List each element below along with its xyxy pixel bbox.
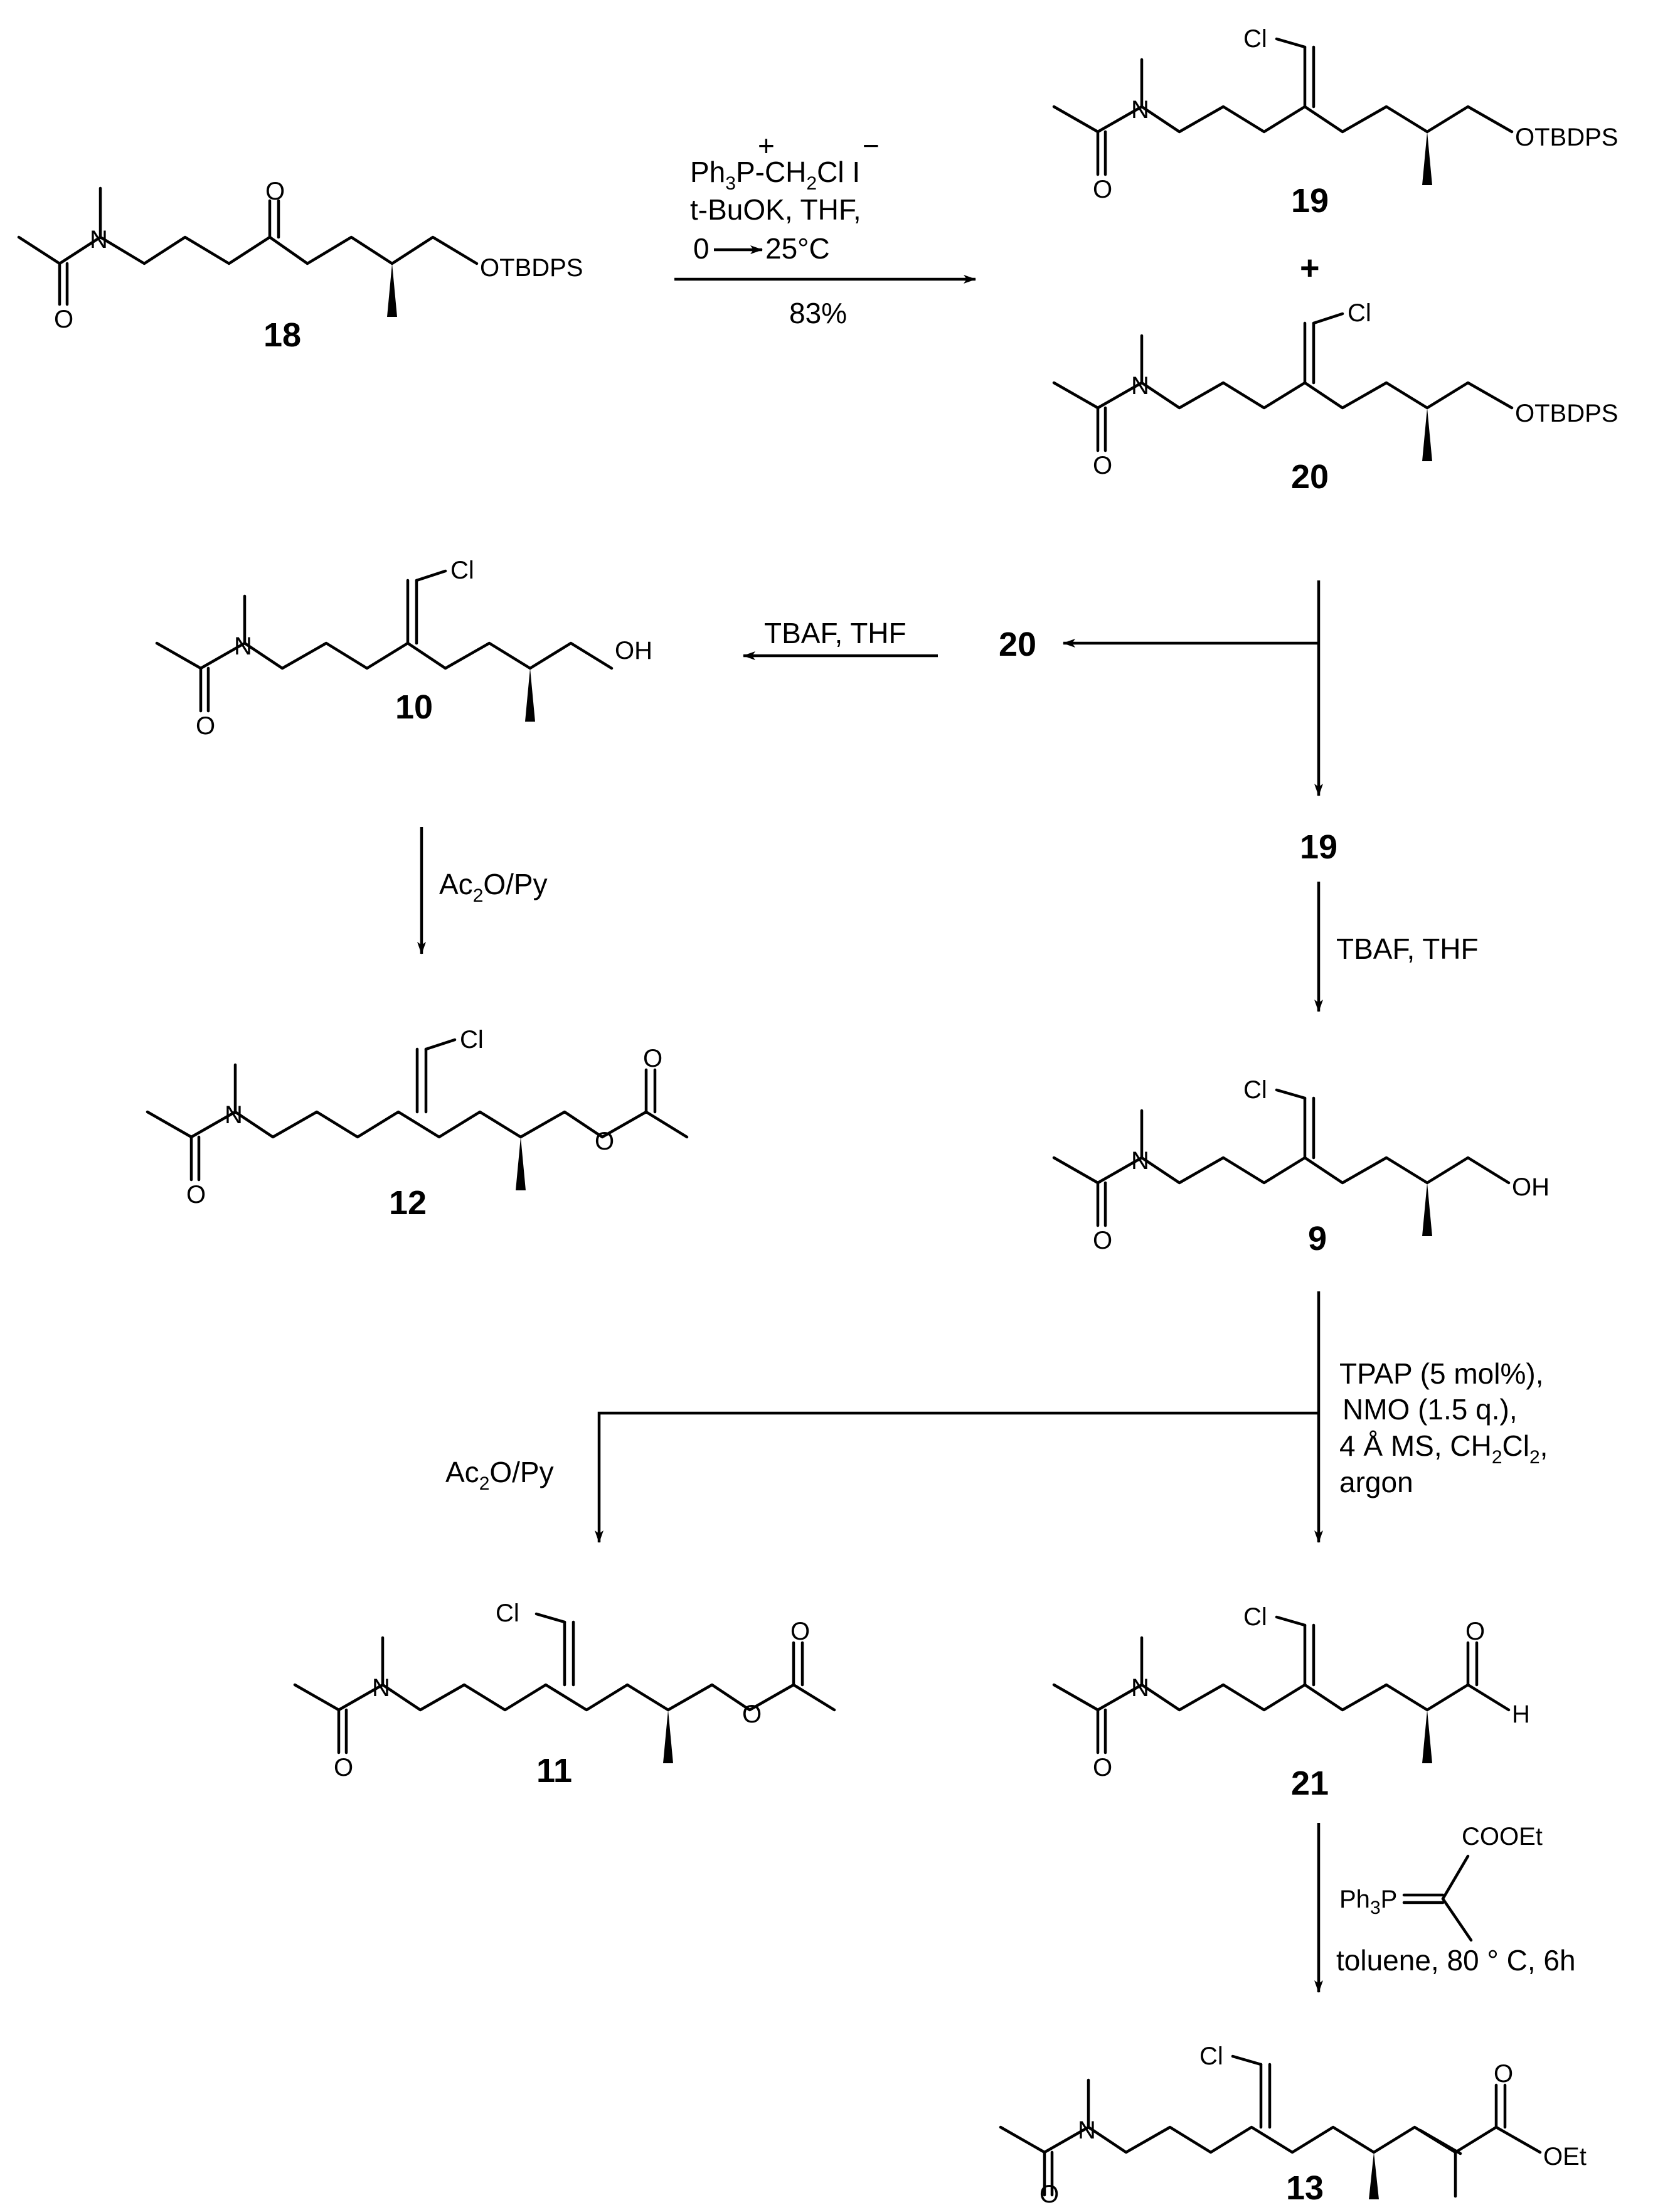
- step1: Ph3P-CH2Cl I + − t-BuOK, THF, 0 25°C 83%: [674, 129, 976, 329]
- atom-aldehyde-o-21: O: [1465, 1618, 1485, 1645]
- group-otbdps-18: OTBDPS: [480, 254, 583, 282]
- label-10: 10: [395, 688, 433, 726]
- atom-o-18: O: [54, 306, 73, 333]
- atom-cl-20: Cl: [1348, 299, 1371, 327]
- reagent-tpap-2: NMO (1.5 q.),: [1342, 1393, 1518, 1426]
- atom-n-21: N: [1131, 1674, 1149, 1702]
- group-otbdps-19: OTBDPS: [1515, 124, 1618, 151]
- atom-n-20: N: [1131, 372, 1149, 400]
- atom-carbonyl-o-13: O: [1494, 2060, 1513, 2088]
- reagent-step1-temp-start: 0: [693, 232, 710, 265]
- atom-n-19: N: [1131, 96, 1149, 124]
- reagent-tbaf-right: TBAF, THF: [1336, 932, 1479, 965]
- atom-cl-9: Cl: [1243, 1076, 1267, 1104]
- reagent-tpap-4: argon: [1339, 1466, 1413, 1498]
- compound-19: N O Cl OTBDPS 19: [1052, 25, 1618, 220]
- atom-carbonyl-o-11: O: [790, 1618, 810, 1645]
- atom-o-11: O: [334, 1754, 353, 1781]
- step-tbaf-19: TBAF, THF: [1314, 882, 1479, 1012]
- reagent-tpap-1: TPAP (5 mol%),: [1339, 1357, 1543, 1390]
- ylide-cooet: COOEt: [1462, 1823, 1543, 1850]
- atom-n-13: N: [1078, 2117, 1096, 2144]
- atom-cl-13: Cl: [1199, 2042, 1223, 2070]
- reagent-ac2o-left: Ac2O/Py: [439, 868, 548, 906]
- atom-o-20: O: [1093, 452, 1112, 479]
- reagent-tpap-3: 4 Å MS, CH2Cl2,: [1339, 1429, 1548, 1468]
- compound-10: N O Cl OH 10: [155, 557, 652, 740]
- separation: 20 19: [999, 580, 1337, 866]
- label-11: 11: [536, 1752, 572, 1790]
- atom-ester-o-12: O: [595, 1128, 614, 1155]
- group-otbdps-20: OTBDPS: [1515, 400, 1618, 427]
- group-oh-9: OH: [1512, 1173, 1550, 1201]
- compound-18: N O O OTBDPS 18: [17, 178, 583, 354]
- step-tbaf-20: TBAF, THF: [743, 617, 938, 660]
- atom-cl-21: Cl: [1243, 1603, 1267, 1631]
- ylide-ph3p: Ph3P: [1339, 1886, 1397, 1918]
- label-9: 9: [1308, 1220, 1327, 1257]
- label-20-separated: 20: [999, 626, 1036, 663]
- reagent-tbaf-left: TBAF, THF: [764, 617, 906, 649]
- reagent-step1-line1: Ph3P-CH2Cl I: [690, 156, 860, 194]
- atom-cl-12: Cl: [460, 1026, 484, 1054]
- compound-9: N O Cl OH 9: [1052, 1076, 1550, 1257]
- reagent-step1-temp-end: 25°C: [765, 232, 830, 265]
- atom-n-9: N: [1131, 1147, 1149, 1175]
- phosphonium-plus: +: [758, 129, 775, 162]
- yield-step1: 83%: [789, 297, 847, 329]
- reagent-step1-line2: t-BuOK, THF,: [690, 193, 861, 226]
- group-oet-13: OEt: [1543, 2143, 1587, 2170]
- step-wittig: Ph3P COOEt toluene, 80 ° C, 6h: [1314, 1823, 1576, 1993]
- atom-aldehyde-h-21: H: [1512, 1700, 1530, 1728]
- compound-11: N O Cl O O 11: [293, 1599, 836, 1790]
- atom-n-18: N: [90, 226, 108, 254]
- compound-20: N O Cl OTBDPS 20: [1052, 299, 1618, 496]
- compound-21: N O Cl O H 21: [1052, 1603, 1530, 1802]
- reagent-wittig-conditions: toluene, 80 ° C, 6h: [1336, 1944, 1576, 1977]
- compound-12: N O Cl O O 12: [146, 1026, 689, 1222]
- group-oh-10: OH: [615, 637, 652, 665]
- atom-o-9: O: [1093, 1227, 1112, 1254]
- label-19-separated: 19: [1300, 828, 1337, 866]
- atom-o-12: O: [186, 1181, 206, 1209]
- label-19: 19: [1291, 182, 1329, 220]
- label-18: 18: [263, 316, 301, 354]
- atom-o-13: O: [1039, 2181, 1059, 2205]
- atom-o-19: O: [1093, 176, 1112, 203]
- iodide-minus: −: [863, 129, 880, 162]
- atom-n-12: N: [225, 1101, 243, 1129]
- atom-ketone-o-18: O: [265, 178, 285, 205]
- plus-sign: +: [1300, 249, 1320, 287]
- atom-n-11: N: [372, 1674, 390, 1702]
- atom-o-21: O: [1093, 1754, 1112, 1781]
- reagent-ac2o-bottom: Ac2O/Py: [445, 1456, 554, 1494]
- label-21: 21: [1291, 1765, 1329, 1802]
- label-13: 13: [1286, 2169, 1324, 2205]
- atom-cl-11: Cl: [496, 1599, 519, 1627]
- atom-carbonyl-o-12: O: [643, 1045, 662, 1072]
- atom-n-10: N: [234, 633, 252, 660]
- atom-cl-10: Cl: [450, 557, 474, 584]
- step-acetylation-10: Ac2O/Py: [417, 827, 548, 954]
- atom-cl-19: Cl: [1243, 25, 1267, 53]
- atom-o-10: O: [196, 712, 215, 740]
- compound-13: N O Cl O OEt 13: [999, 2042, 1587, 2205]
- atom-ester-o-11: O: [742, 1700, 762, 1728]
- label-12: 12: [389, 1184, 427, 1222]
- branch-9: Ac2O/Py TPAP (5 mol%), NMO (1.5 q.), 4 Å…: [445, 1291, 1548, 1543]
- label-20: 20: [1291, 458, 1329, 496]
